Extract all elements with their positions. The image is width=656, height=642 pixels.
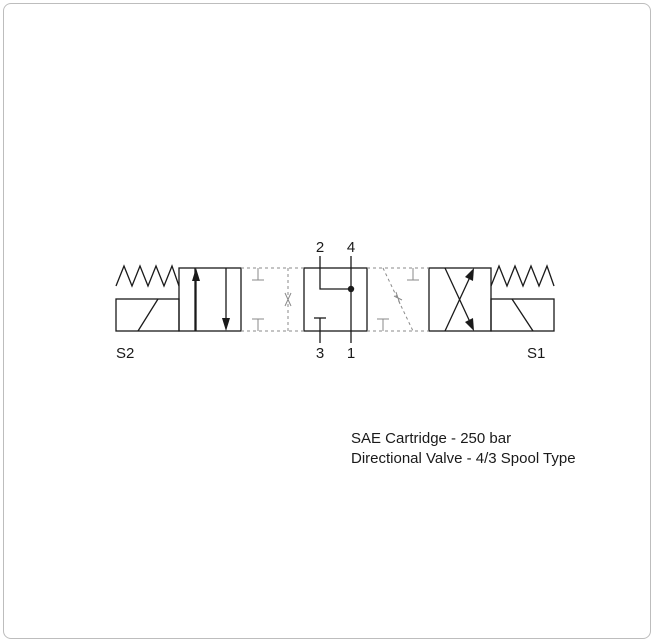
valve-caption: SAE Cartridge - 250 bar Directional Valv… (351, 429, 576, 469)
left-solenoid-slash (137, 298, 159, 332)
right-arrow-b-head (465, 268, 474, 281)
right-cross-line-b (444, 276, 471, 332)
port-label-2: 2 (316, 239, 324, 256)
center-junction-dot (347, 285, 355, 293)
center-envelope (303, 267, 368, 332)
port-label-1: 1 (347, 345, 355, 362)
diagram-frame (3, 3, 651, 639)
center-flow-2-to-4 (319, 268, 352, 290)
right-arrow-a-head (465, 318, 474, 331)
right-cross-line-a (444, 267, 471, 323)
left-transition-throttle (284, 292, 292, 307)
port-label-3: 3 (316, 345, 324, 362)
right-transition-throttle (393, 291, 403, 305)
solenoid-label-s1: S1 (527, 345, 545, 362)
right-solenoid-slash (511, 298, 534, 332)
left-arrow-down-head (222, 318, 230, 331)
left-spring (115, 264, 180, 288)
port-label-4: 4 (347, 239, 355, 256)
left-envelope (178, 267, 242, 332)
left-arrow-up-head (192, 268, 200, 281)
right-spring (490, 264, 555, 288)
right-solenoid-box (490, 298, 555, 332)
solenoid-label-s2: S2 (116, 345, 134, 362)
caption-line-1: SAE Cartridge - 250 bar (351, 430, 512, 447)
caption-line-2: Directional Valve - 4/3 Spool Type (351, 450, 576, 467)
